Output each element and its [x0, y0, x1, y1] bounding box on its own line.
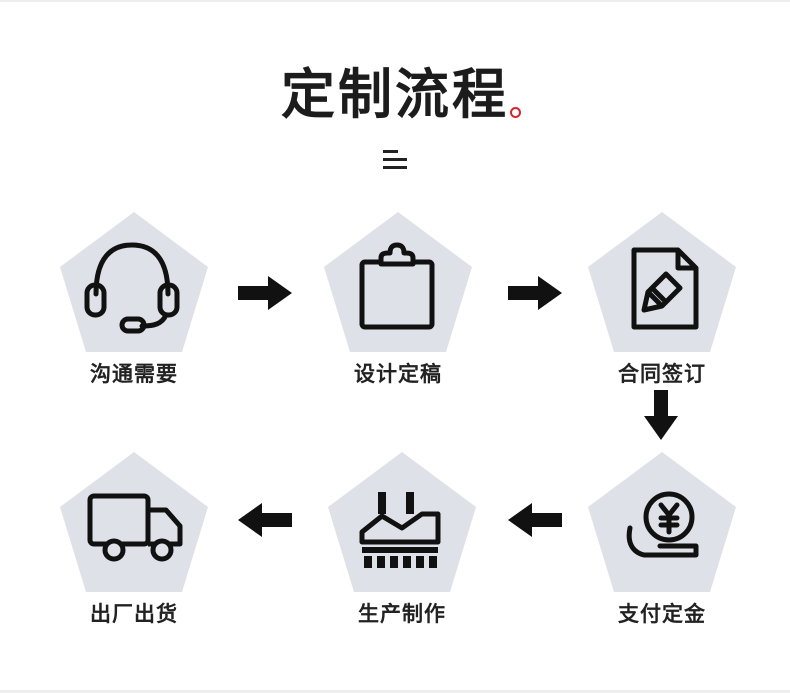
top-border — [0, 0, 790, 2]
step-label: 生产制作 — [358, 602, 446, 626]
page-title-text: 定制流程 — [281, 63, 509, 126]
yen-coin-hand-icon — [626, 491, 699, 558]
pentagon-background — [588, 452, 736, 592]
title-area: 定制流程 — [0, 58, 790, 132]
step-label: 设计定稿 — [354, 362, 442, 386]
arrow-left-icon — [508, 503, 562, 537]
step-label: 支付定金 — [618, 602, 706, 626]
clipboard-icon — [359, 242, 435, 330]
contract-pen-icon — [631, 247, 699, 330]
arrow-down-icon — [644, 390, 678, 440]
title-dot-icon — [510, 107, 521, 118]
headset-icon — [84, 242, 180, 334]
bottom-border — [0, 690, 790, 693]
truck-icon — [87, 493, 183, 562]
step-label: 合同签订 — [618, 362, 706, 386]
factory-icon — [359, 492, 441, 568]
arrow-left-icon — [238, 503, 292, 537]
page-title: 定制流程 — [281, 58, 521, 132]
arrow-right-icon — [238, 276, 292, 310]
pentagon-background — [588, 212, 736, 352]
arrow-right-icon — [508, 276, 562, 310]
step-label: 沟通需要 — [90, 362, 178, 386]
menu-icon — [383, 150, 407, 170]
step-label: 出厂出货 — [90, 602, 178, 626]
